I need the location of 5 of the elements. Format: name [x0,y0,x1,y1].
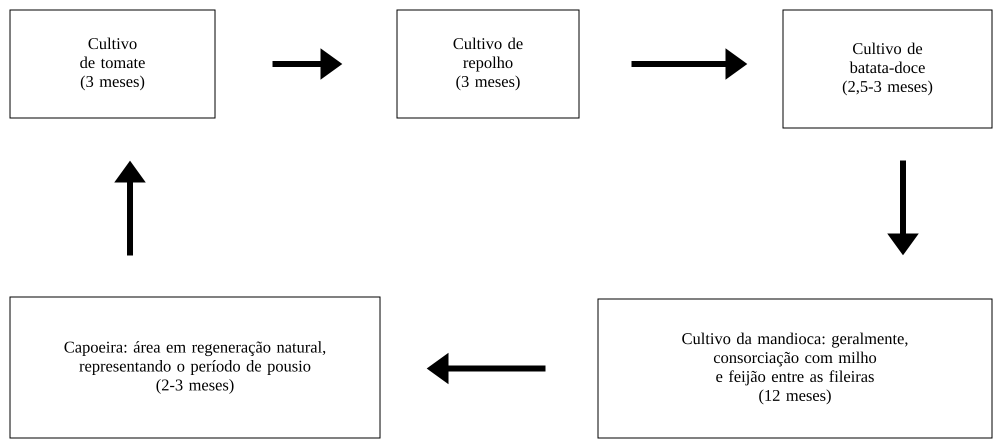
process-box: Cultivo da mandioca: geralmente, consorciação com milho e feijão entre as fileiras (12 meses) [598,298,992,438]
process-box: Cultivo de batata-doce (2,5-3 meses) [782,10,992,128]
process-box: Capoeira: área em regeneração natural, representando o período de pousio (2-3 meses) [10,296,380,438]
process-box: Cultivo de repolho (3 meses) [396,10,580,118]
process-box: Cultivo de tomate (3 meses) [10,10,216,118]
